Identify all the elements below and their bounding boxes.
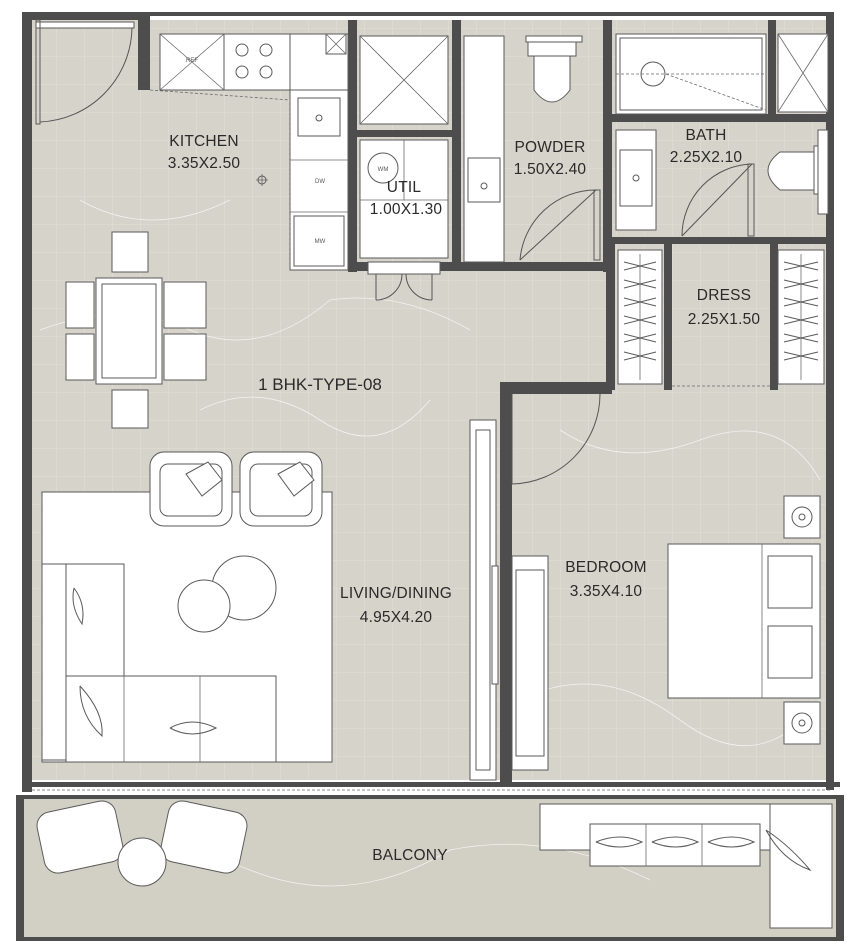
bath-name: BATH bbox=[686, 127, 727, 144]
balcony-name: BALCONY bbox=[372, 847, 447, 864]
mw-tag: MW bbox=[315, 239, 326, 245]
plan-title: 1 BHK-TYPE-08 bbox=[258, 375, 382, 394]
ref-tag: REF bbox=[186, 58, 198, 64]
room-labels: KITCHEN 3.35X2.50 UTIL 1.00X1.30 POWDER … bbox=[168, 127, 761, 864]
dining-set bbox=[65, 231, 207, 429]
living-size: 4.95X4.20 bbox=[360, 609, 433, 626]
bedroom-name: BEDROOM bbox=[565, 559, 647, 576]
kitchen-name: KITCHEN bbox=[169, 133, 238, 150]
bedroom-furniture bbox=[511, 393, 821, 771]
walls bbox=[16, 12, 844, 941]
util-name: UTIL bbox=[387, 179, 422, 196]
dress-wardrobes bbox=[617, 249, 825, 387]
tv-unit bbox=[469, 419, 499, 781]
kitchen-size: 3.35X2.50 bbox=[168, 155, 241, 172]
living-name: LIVING/DINING bbox=[340, 585, 452, 602]
bath-size: 2.25X2.10 bbox=[670, 149, 743, 166]
dress-size: 2.25X1.50 bbox=[688, 311, 761, 328]
bedroom-size: 3.35X4.10 bbox=[570, 583, 643, 600]
dw-tag: DW bbox=[315, 179, 325, 185]
living-furniture bbox=[41, 451, 333, 763]
kitchen-fixtures: REF DW MW bbox=[149, 33, 349, 271]
wm-tag: WM bbox=[378, 167, 389, 173]
util-size: 1.00X1.30 bbox=[370, 201, 443, 218]
dress-name: DRESS bbox=[697, 287, 751, 304]
bath-fixtures bbox=[615, 33, 829, 237]
utility-fixtures: WM bbox=[359, 139, 449, 301]
entry-door bbox=[35, 19, 135, 125]
powder-fixtures bbox=[463, 35, 601, 263]
powder-name: POWDER bbox=[515, 139, 586, 156]
balcony-furniture bbox=[36, 800, 833, 929]
shafts bbox=[359, 33, 829, 125]
powder-size: 1.50X2.40 bbox=[514, 161, 587, 178]
